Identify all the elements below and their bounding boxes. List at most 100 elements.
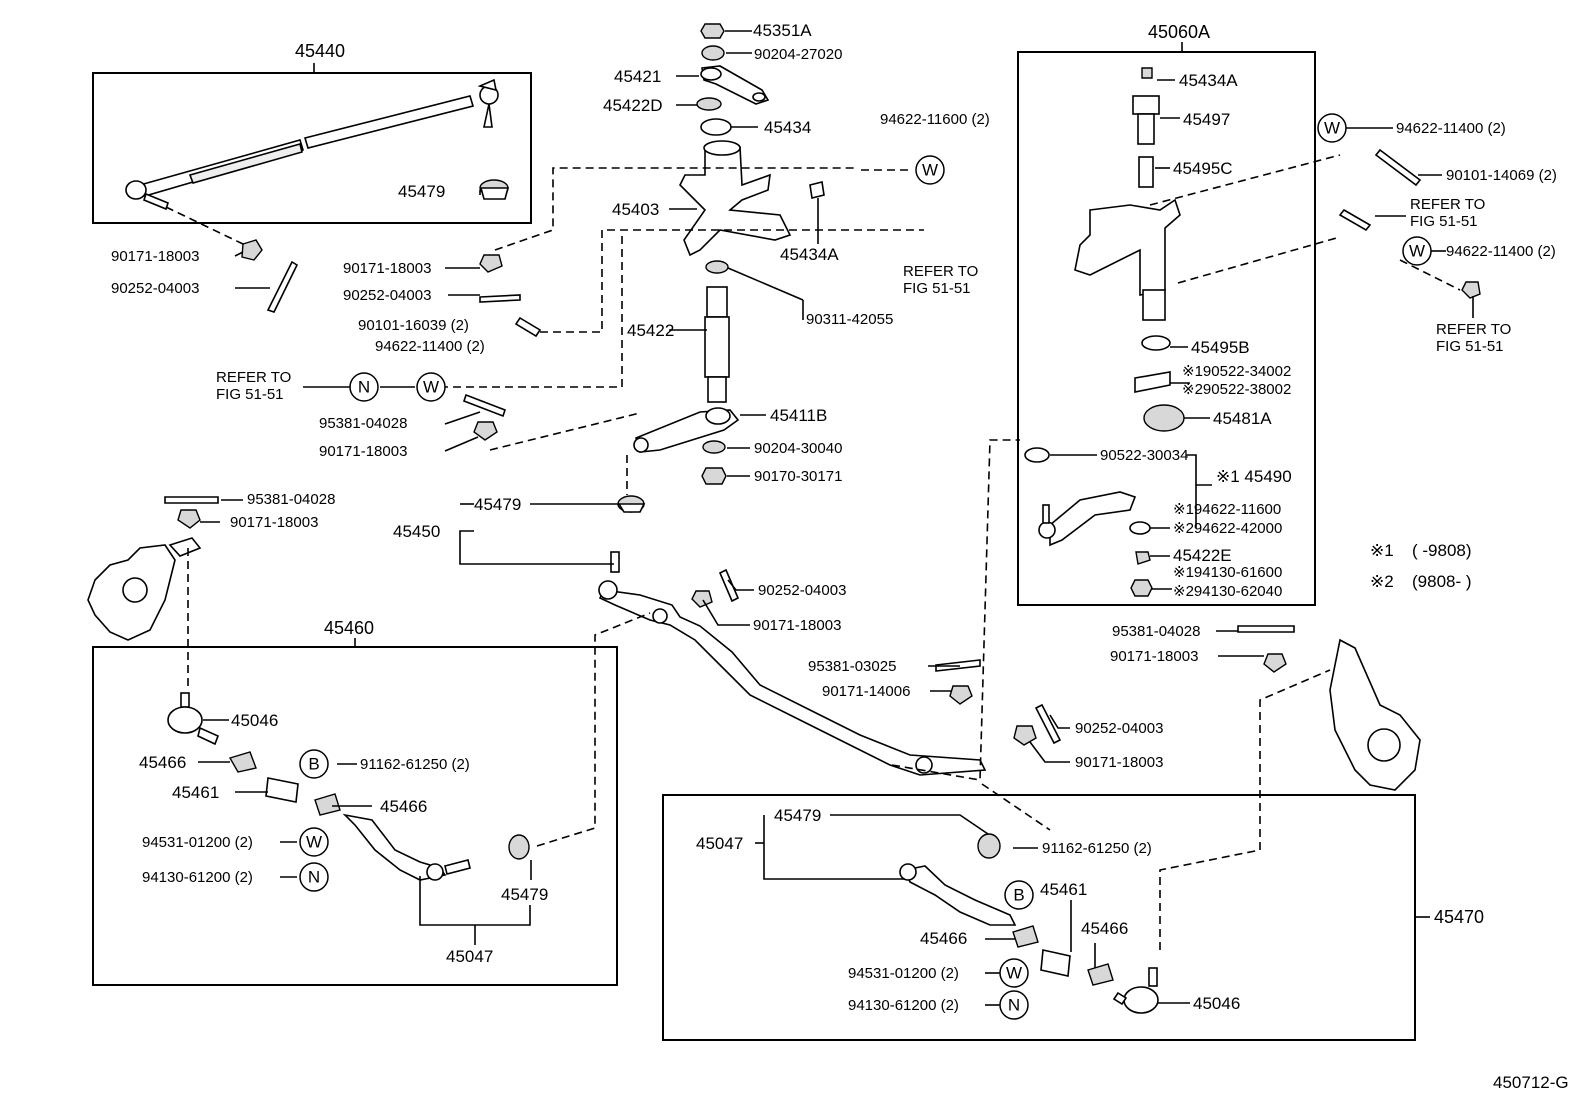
- group-label-45470: 45470: [1434, 907, 1484, 927]
- part-label-95381-04028-c: 95381-04028: [1112, 623, 1200, 640]
- marker-W-e: W: [299, 827, 329, 857]
- part-label-45479-c: 45479: [501, 885, 548, 904]
- group-box-45460: [92, 646, 618, 986]
- part-label-45046-b: 45046: [1193, 994, 1240, 1013]
- nut-and-pin-left: [241, 239, 521, 313]
- idler-stack-top: [696, 23, 770, 136]
- part-label-90171-18003-b: 90171-18003: [343, 260, 431, 277]
- part-label-45466-d: 45466: [920, 929, 967, 948]
- marker-W-a: W: [915, 155, 945, 185]
- marker-B-a-text: B: [308, 755, 319, 774]
- part-label-45046-a: 45046: [231, 711, 278, 730]
- group-label-45460: 45460: [324, 618, 374, 638]
- refer-a-line1: REFER TO: [1410, 196, 1485, 213]
- part-label-n2-94130-62040: ※294130-62040: [1173, 583, 1282, 600]
- marker-W-f: W: [999, 958, 1029, 988]
- part-label-94130-61200-2-b: 94130-61200 (2): [848, 997, 959, 1014]
- part-label-45403: 45403: [612, 200, 659, 219]
- part-label-45461-a: 45461: [172, 783, 219, 802]
- part-label-90171-18003-f: 90171-18003: [1075, 754, 1163, 771]
- tie-rod-end-45460-drawing: [167, 692, 530, 881]
- marker-N-a-text: N: [358, 378, 370, 397]
- group-label-45440: 45440: [295, 41, 345, 61]
- marker-W-c: W: [1317, 113, 1347, 143]
- part-label-n2-94622-42000: ※294622-42000: [1173, 520, 1282, 537]
- part-label-45434: 45434: [764, 118, 811, 137]
- part-label-90204-30040: 90204-30040: [754, 440, 842, 457]
- part-label-94622-11600-2: 94622-11600 (2): [880, 111, 990, 128]
- refer-b-line1: REFER TO: [1436, 321, 1511, 338]
- marker-W-c-text: W: [1324, 119, 1340, 138]
- marker-W-f-text: W: [1006, 964, 1022, 983]
- part-label-45434A-a: 45434A: [780, 245, 839, 264]
- part-label-94622-11400-2-c: 94622-11400 (2): [1446, 243, 1556, 260]
- note-1-range: ( -9808): [1412, 541, 1472, 560]
- drawing-id: 450712-G: [1493, 1073, 1569, 1092]
- marker-N-b: N: [299, 862, 329, 892]
- pitman-arm-45411B-drawing: [633, 407, 740, 485]
- marker-N-a: N: [349, 372, 379, 402]
- part-label-45466-c: 45466: [1081, 919, 1128, 938]
- part-label-45422: 45422: [627, 321, 674, 340]
- bracket-45403-drawing: [679, 140, 825, 257]
- refer-c-line2: FIG 51-51: [903, 280, 971, 297]
- part-label-45497: 45497: [1183, 110, 1230, 129]
- part-label-45047-b: 45047: [696, 834, 743, 853]
- group-box-45440: [92, 72, 532, 224]
- note-2-range: (9808- ): [1412, 572, 1472, 591]
- shaft-45422-drawing: [514, 260, 730, 403]
- part-label-90522-30034: 90522-30034: [1100, 447, 1188, 464]
- part-label-90252-04003-c: 90252-04003: [758, 582, 846, 599]
- part-label-90252-04003-a: 90252-04003: [111, 280, 199, 297]
- part-label-90171-18003-e: 90171-18003: [753, 617, 841, 634]
- pins-nuts-left-2: [164, 393, 507, 529]
- refer-d-line1: REFER TO: [216, 369, 291, 386]
- part-label-45479-a: 45479: [398, 182, 445, 201]
- note-1-code: ※1: [1370, 541, 1394, 560]
- part-label-90311-42055: 90311-42055: [806, 311, 893, 328]
- part-label-94531-01200-2-b: 94531-01200 (2): [848, 965, 959, 982]
- leader-lines: [198, 30, 1474, 1006]
- part-label-90171-18003-d: 90171-18003: [230, 514, 318, 531]
- steering-knuckle-left: [87, 537, 202, 641]
- right-bolts: [1237, 148, 1481, 673]
- part-label-n1-45490: ※1 45490: [1216, 467, 1292, 486]
- part-label-94531-01200-2-a: 94531-01200 (2): [142, 834, 253, 851]
- part-label-90170-30171: 90170-30171: [754, 468, 842, 485]
- part-label-94130-61200-2-a: 94130-61200 (2): [142, 869, 253, 886]
- marker-W-e-text: W: [306, 833, 322, 852]
- steering-knuckle-right: [1329, 638, 1421, 791]
- part-label-45411B: 45411B: [770, 406, 827, 425]
- part-label-45047-a: 45047: [446, 947, 493, 966]
- part-label-n1-90522-34002: ※190522-34002: [1182, 363, 1291, 380]
- marker-N-c-text: N: [1008, 996, 1020, 1015]
- refer-a-line2: FIG 51-51: [1410, 213, 1478, 230]
- part-label-45479-b: 45479: [474, 495, 521, 514]
- part-label-91162-61250-2-a: 91162-61250 (2): [360, 756, 470, 773]
- part-label-95381-04028-a: 95381-04028: [319, 415, 407, 432]
- marker-W-d-text: W: [1409, 242, 1425, 261]
- part-label-45495B: 45495B: [1191, 338, 1250, 357]
- part-label-45421: 45421: [614, 67, 661, 86]
- idler-arm-45060A-drawing: [1024, 67, 1185, 597]
- dashed-assembly-lines: [165, 154, 1461, 950]
- part-label-90252-04003-b: 90252-04003: [343, 287, 431, 304]
- part-label-n2-90522-38002: ※290522-38002: [1182, 381, 1291, 398]
- marker-B-b: B: [1004, 880, 1034, 910]
- part-label-45461-b: 45461: [1040, 880, 1087, 899]
- part-label-90171-18003-c: 90171-18003: [319, 443, 407, 460]
- part-label-45422E: 45422E: [1173, 546, 1232, 565]
- part-label-45466-b: 45466: [380, 797, 427, 816]
- marker-N-b-text: N: [308, 868, 320, 887]
- marker-B-a: B: [299, 749, 329, 779]
- part-label-45434A-b: 45434A: [1179, 71, 1238, 90]
- part-label-45479-d: 45479: [774, 806, 821, 825]
- boot-45479-b-drawing: [617, 495, 646, 513]
- part-label-45422D: 45422D: [603, 96, 663, 115]
- part-label-91162-61250-2-b: 91162-61250 (2): [1042, 840, 1152, 857]
- note-2-code: ※2: [1370, 572, 1394, 591]
- part-label-95381-03025: 95381-03025: [808, 658, 896, 675]
- part-label-90101-14069-2: 90101-14069 (2): [1446, 167, 1557, 184]
- part-label-n1-94130-61600: ※194130-61600: [1173, 564, 1282, 581]
